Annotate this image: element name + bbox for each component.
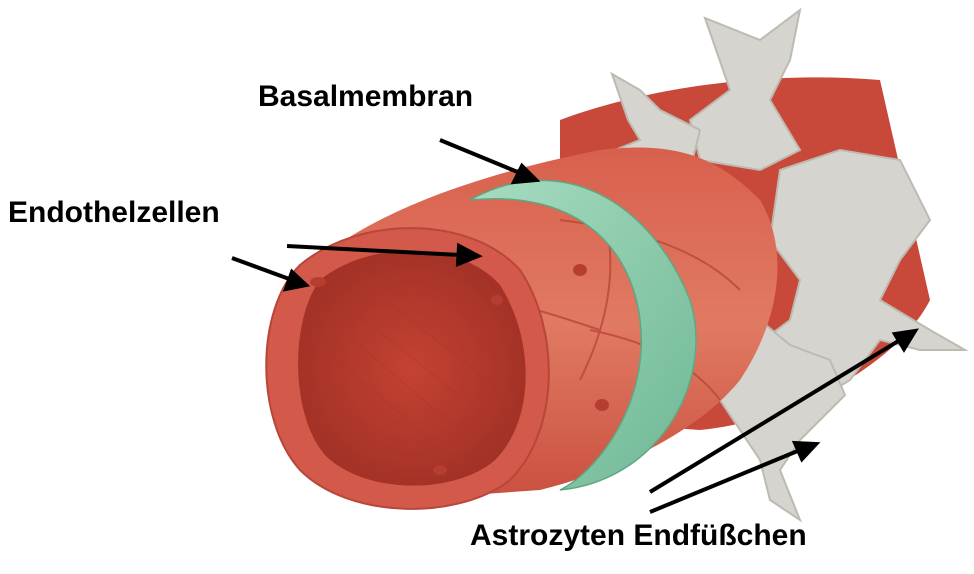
label-astrozyten-endfuesschen: Astrozyten Endfüßchen (470, 519, 807, 553)
arrow-endothelzellen-2 (232, 258, 292, 280)
vessel-lumen (298, 251, 526, 486)
label-basalmembran: Basalmembran (258, 80, 473, 114)
arrow-astrozyten-2-head (795, 443, 816, 459)
label-endothelzellen: Endothelzellen (8, 196, 220, 230)
arrow-basalmembran (440, 140, 520, 173)
